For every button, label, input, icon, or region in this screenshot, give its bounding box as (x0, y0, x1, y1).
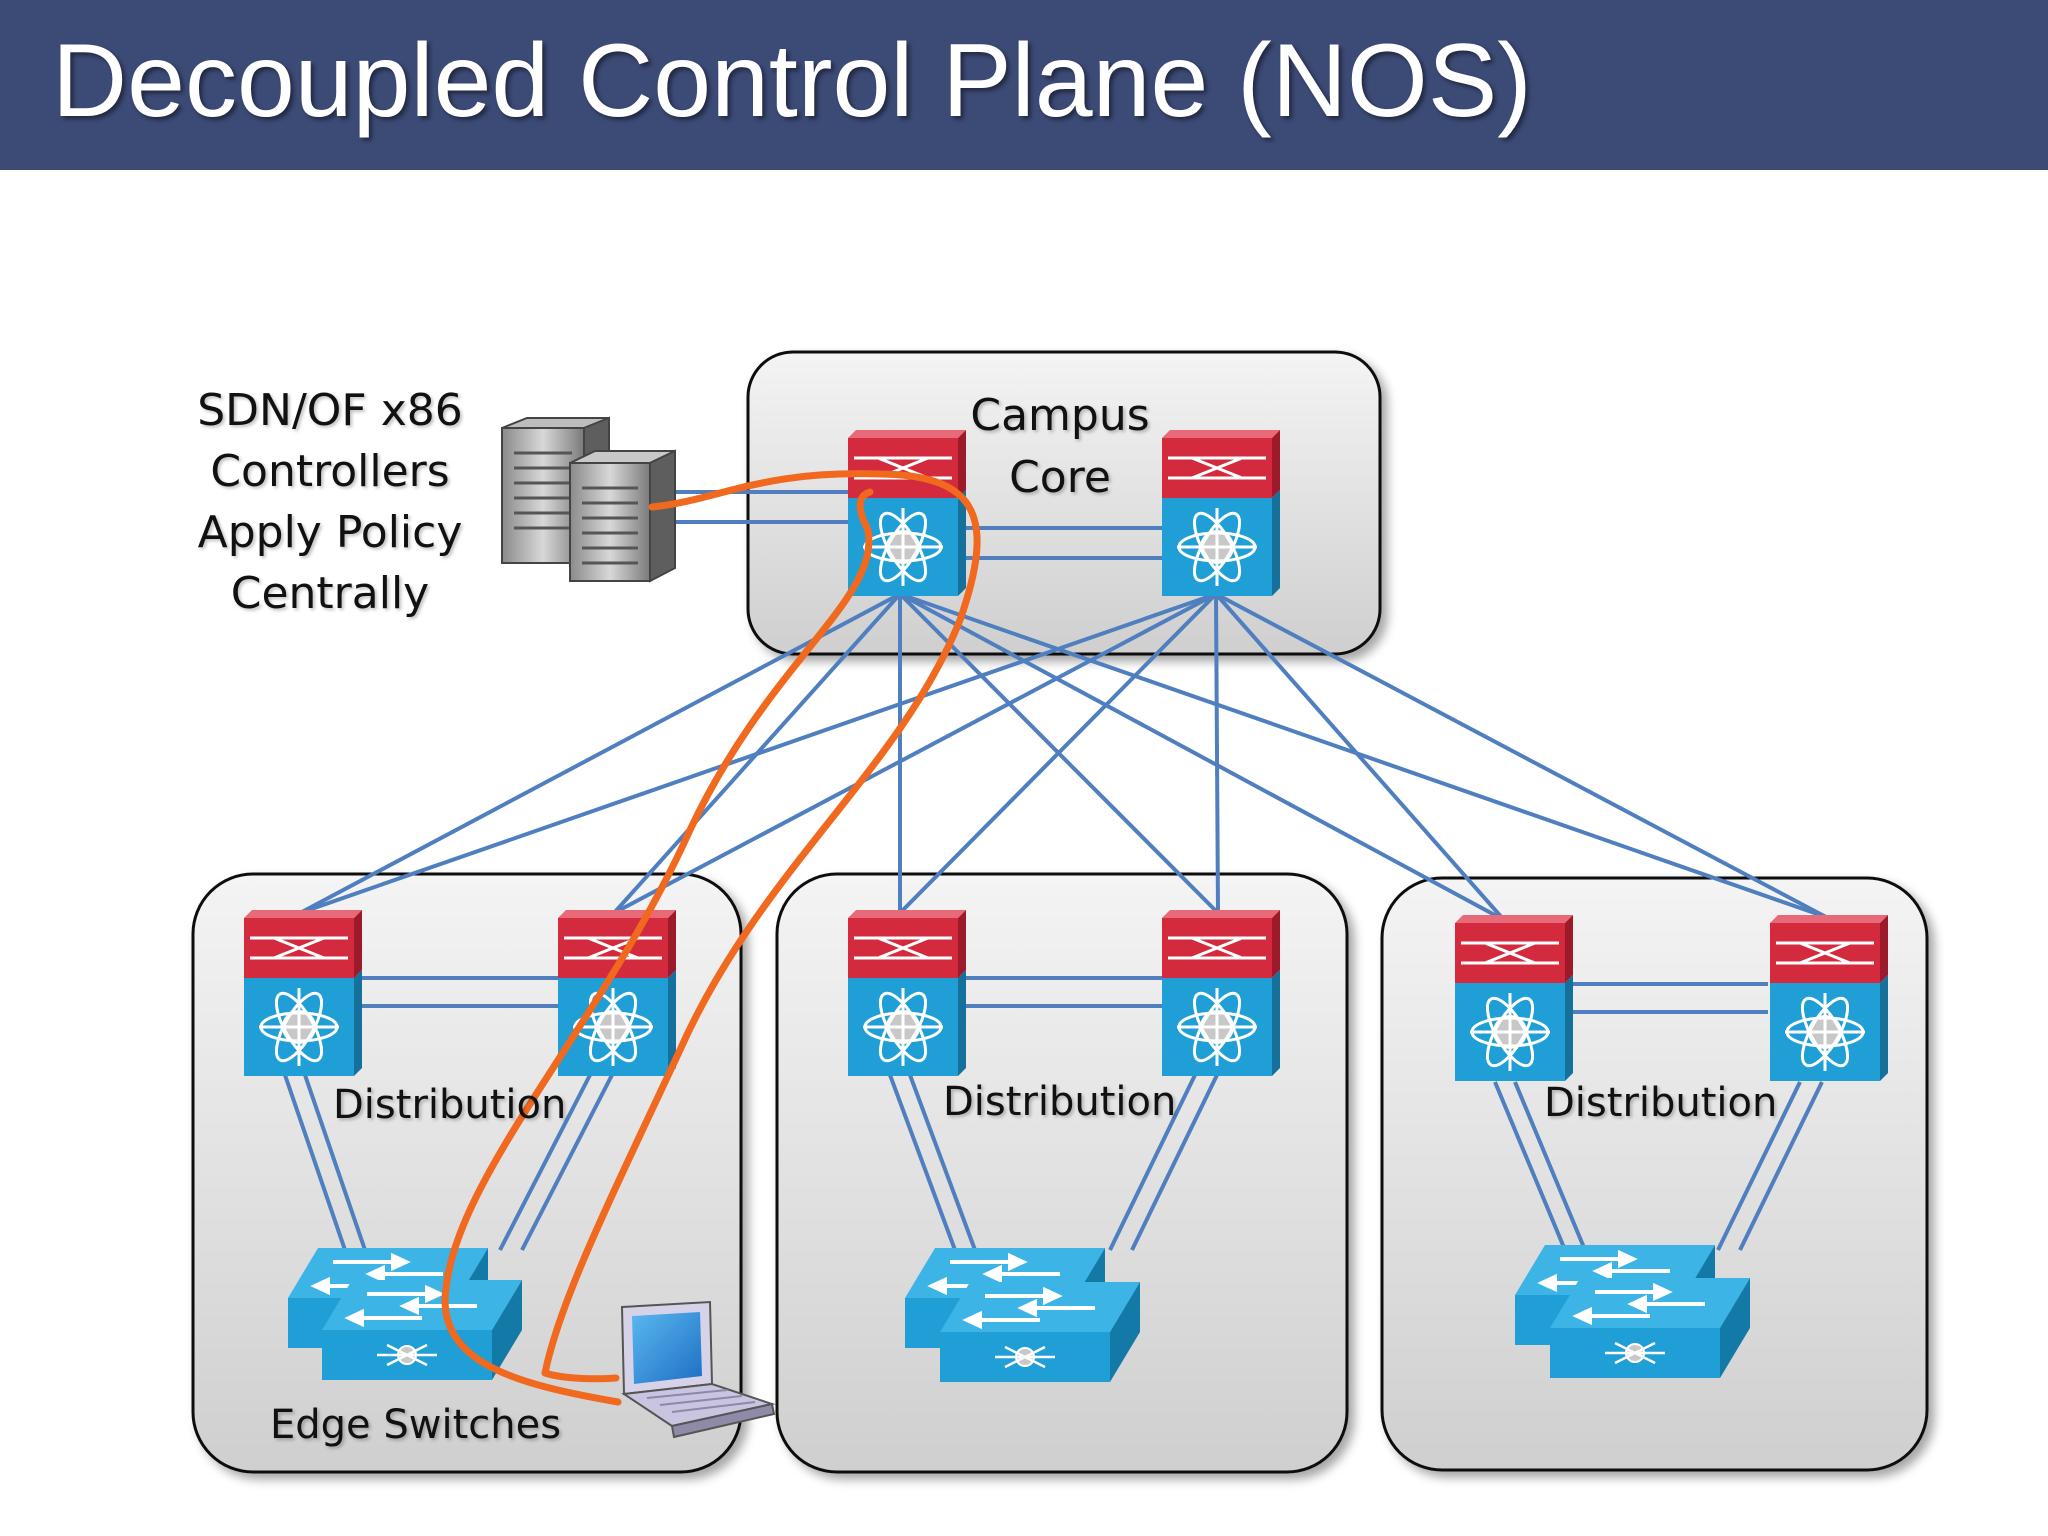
controller-label: SDN/OF x86 Controllers Apply Policy Cent… (180, 380, 480, 624)
control-path (541, 470, 981, 1377)
controller-label-line-1: SDN/OF x86 (197, 385, 463, 436)
distribution-router-3b (1768, 913, 1890, 1083)
distribution-router-1a (242, 908, 364, 1078)
distribution-router-2a (846, 908, 968, 1078)
server-icon (501, 416, 676, 583)
core-label: Campus Core (940, 385, 1180, 509)
controller-label-line-4: Centrally (230, 568, 430, 619)
distribution-label-1: Distribution (333, 1082, 567, 1128)
laptop-icon (620, 1300, 776, 1439)
distribution-label-3: Distribution (1544, 1080, 1778, 1126)
control-path-return (441, 488, 874, 1406)
distribution-router-1b (556, 908, 678, 1078)
edge-switch-3b (1548, 1276, 1752, 1380)
control-path-laptop (541, 1369, 620, 1383)
distribution-router-2b (1160, 908, 1282, 1078)
controller-label-line-2: Controllers (210, 446, 450, 497)
distribution-label-2: Distribution (943, 1079, 1177, 1125)
distribution-router-3a (1453, 913, 1575, 1083)
title-bar: Decoupled Control Plane (NOS) (0, 0, 2048, 170)
edge-switch-2b (938, 1280, 1142, 1384)
core-label-line-1: Campus (970, 390, 1150, 441)
network-links (283, 490, 1827, 1251)
edge-switches-label: Edge Switches (270, 1402, 562, 1448)
core-label-line-2: Core (1009, 452, 1111, 503)
page-title: Decoupled Control Plane (NOS) (52, 23, 1532, 139)
controller-label-line-3: Apply Policy (197, 507, 463, 558)
